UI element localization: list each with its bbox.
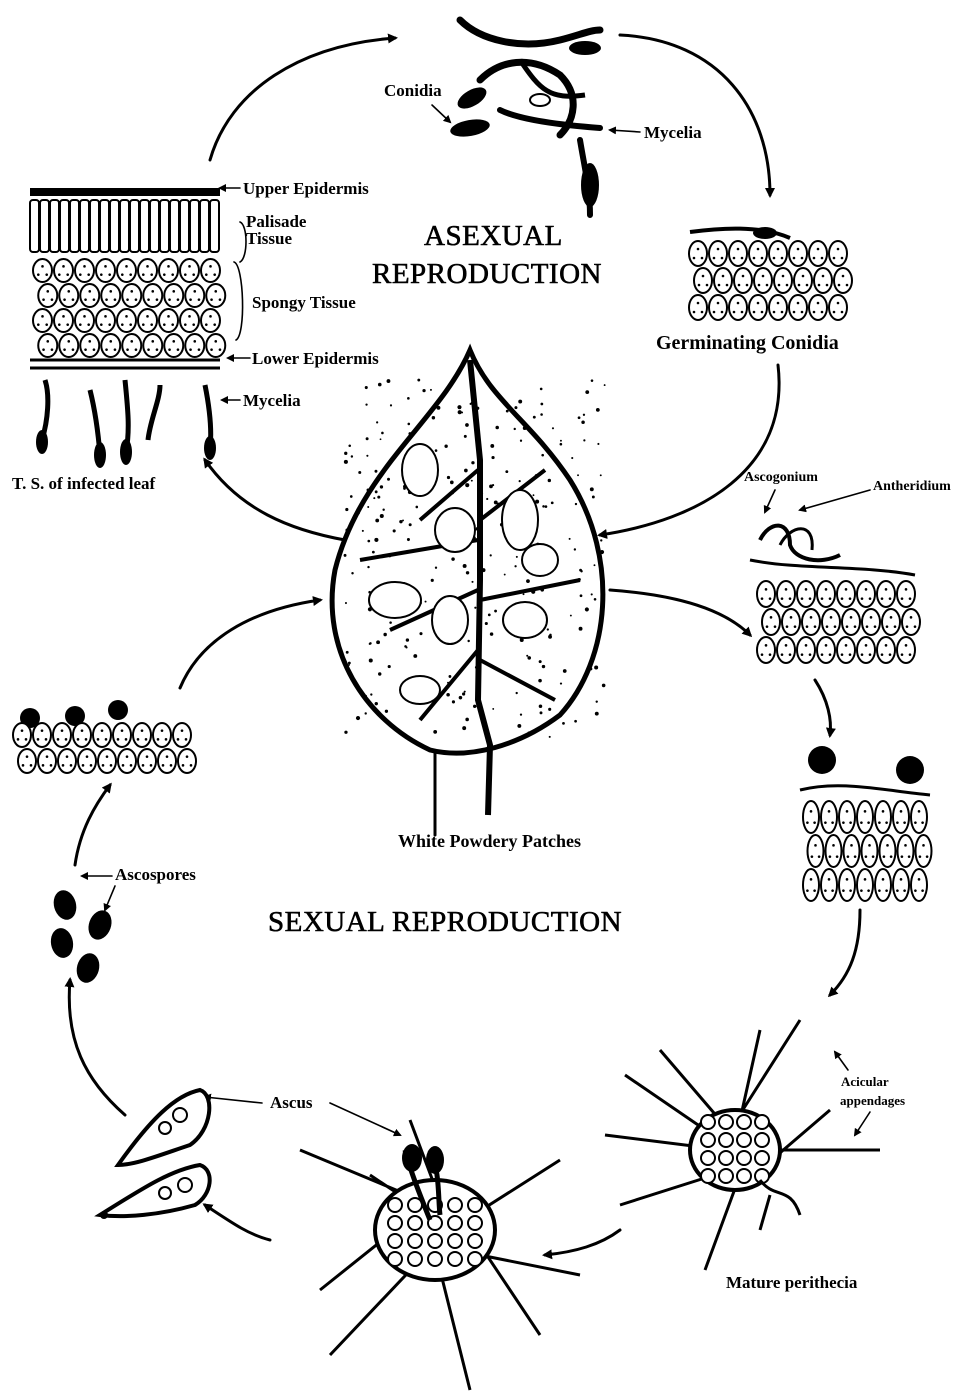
label-white-powdery-patches: White Powdery Patches bbox=[398, 832, 581, 850]
arrow-leaf-to-sex-organs bbox=[610, 590, 750, 635]
label-asexual: ASEXUAL bbox=[424, 222, 563, 251]
label-palisade: Palisade bbox=[246, 213, 306, 230]
label-palisade-tissue: Tissue bbox=[246, 230, 292, 247]
label-appendages: appendages bbox=[840, 1094, 905, 1107]
label-upper-epidermis: Upper Epidermis bbox=[243, 180, 369, 197]
label-acicular: Acicular bbox=[841, 1075, 889, 1088]
arrow-germ-to-leaf bbox=[180, 600, 320, 688]
arrow-sex-organs-to-young bbox=[815, 680, 830, 735]
germinating-block bbox=[689, 227, 852, 320]
sex-organs-block bbox=[750, 526, 920, 663]
ascospores bbox=[49, 888, 116, 986]
label-conidia: Conidia bbox=[384, 82, 442, 99]
arrow-conidia-to-germinating bbox=[620, 35, 770, 195]
central-leaf bbox=[332, 350, 605, 815]
arrow-germinating-to-leaf bbox=[600, 365, 779, 535]
arrow-mature-to-open bbox=[545, 1230, 620, 1255]
open-perithecium bbox=[300, 1120, 580, 1390]
label-mycelia-top: Mycelia bbox=[644, 124, 702, 141]
label-spongy-tissue: Spongy Tissue bbox=[252, 294, 356, 311]
label-ascogonium: Ascogonium bbox=[744, 471, 818, 485]
arrow-young-to-mature bbox=[830, 910, 860, 995]
label-asexual-reproduction: REPRODUCTION bbox=[372, 260, 602, 289]
arrow-ascus-to-ascospores bbox=[69, 980, 125, 1115]
label-antheridium: Antheridium bbox=[873, 480, 951, 494]
arrow-leaf-to-conidia bbox=[210, 38, 395, 160]
arrow-open-to-ascus bbox=[205, 1205, 270, 1240]
ascospore-germination-block bbox=[13, 700, 196, 773]
asci bbox=[100, 1090, 210, 1219]
label-mycelia-left: Mycelia bbox=[243, 392, 301, 409]
leaf-section bbox=[30, 188, 225, 468]
label-lower-epidermis: Lower Epidermis bbox=[252, 350, 379, 367]
label-germinating-conidia: Germinating Conidia bbox=[656, 333, 839, 353]
label-sexual-reproduction: SEXUAL REPRODUCTION bbox=[268, 908, 622, 937]
label-mature-perithecia: Mature perithecia bbox=[726, 1274, 857, 1291]
conidia-cluster bbox=[449, 20, 601, 215]
young-perithecia-block bbox=[800, 746, 932, 901]
arrow-ascospores-to-germ bbox=[75, 785, 110, 865]
label-ts-infected-leaf: T. S. of infected leaf bbox=[12, 475, 155, 492]
label-ascus: Ascus bbox=[270, 1094, 313, 1111]
label-ascospores: Ascospores bbox=[115, 866, 196, 883]
arrow-leaf-to-ts bbox=[205, 460, 345, 540]
